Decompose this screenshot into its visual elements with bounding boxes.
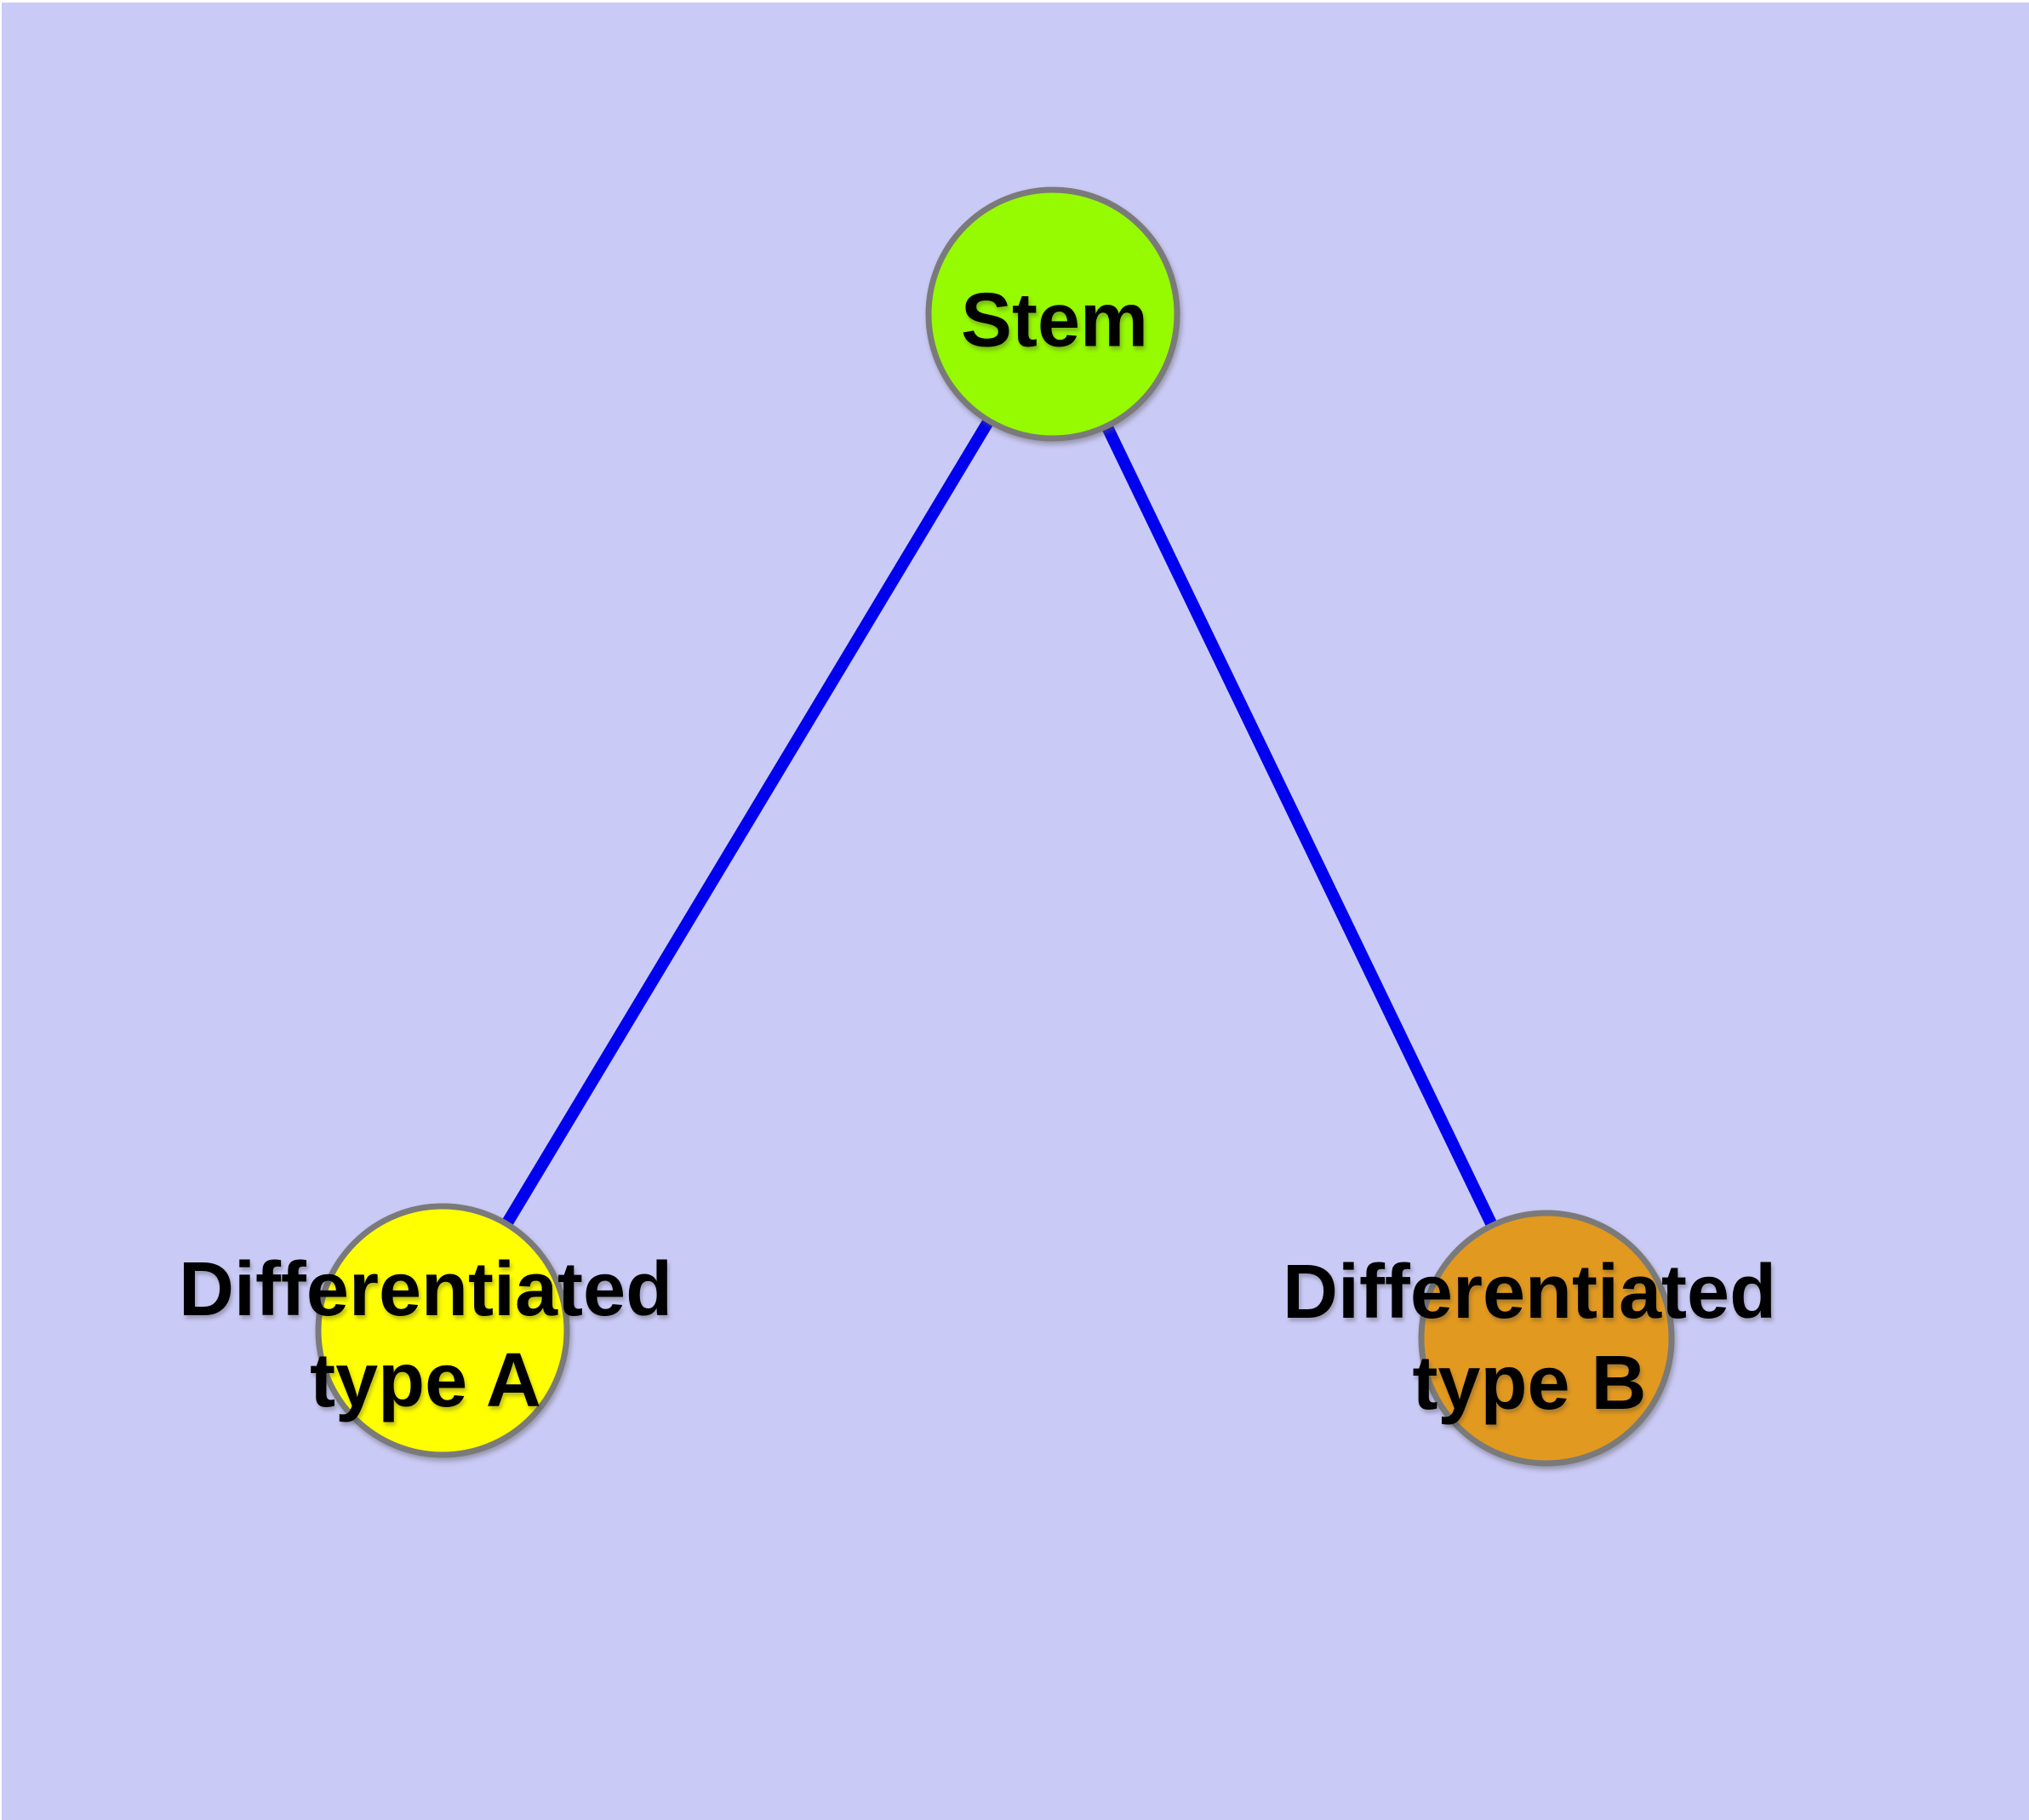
label-line-2: type B: [1412, 1341, 1647, 1426]
edge-stem-to-type-b: [1047, 311, 1552, 1342]
node-label-stem: Stem: [960, 278, 1149, 363]
node-label-differentiated-type-b: Differentiated type B: [1283, 1247, 1776, 1429]
label-line-1: Differentiated: [178, 1247, 673, 1332]
label-line-2: type A: [310, 1338, 541, 1423]
edge-stem-to-type-a: [437, 311, 1059, 1334]
node-stem: [925, 186, 1180, 442]
node-differentiated-type-a: [315, 1203, 570, 1458]
node-differentiated-type-b: [1418, 1210, 1675, 1467]
label-line-1: Differentiated: [1282, 1250, 1777, 1335]
node-label-differentiated-type-a: Differentiated type A: [179, 1245, 672, 1427]
